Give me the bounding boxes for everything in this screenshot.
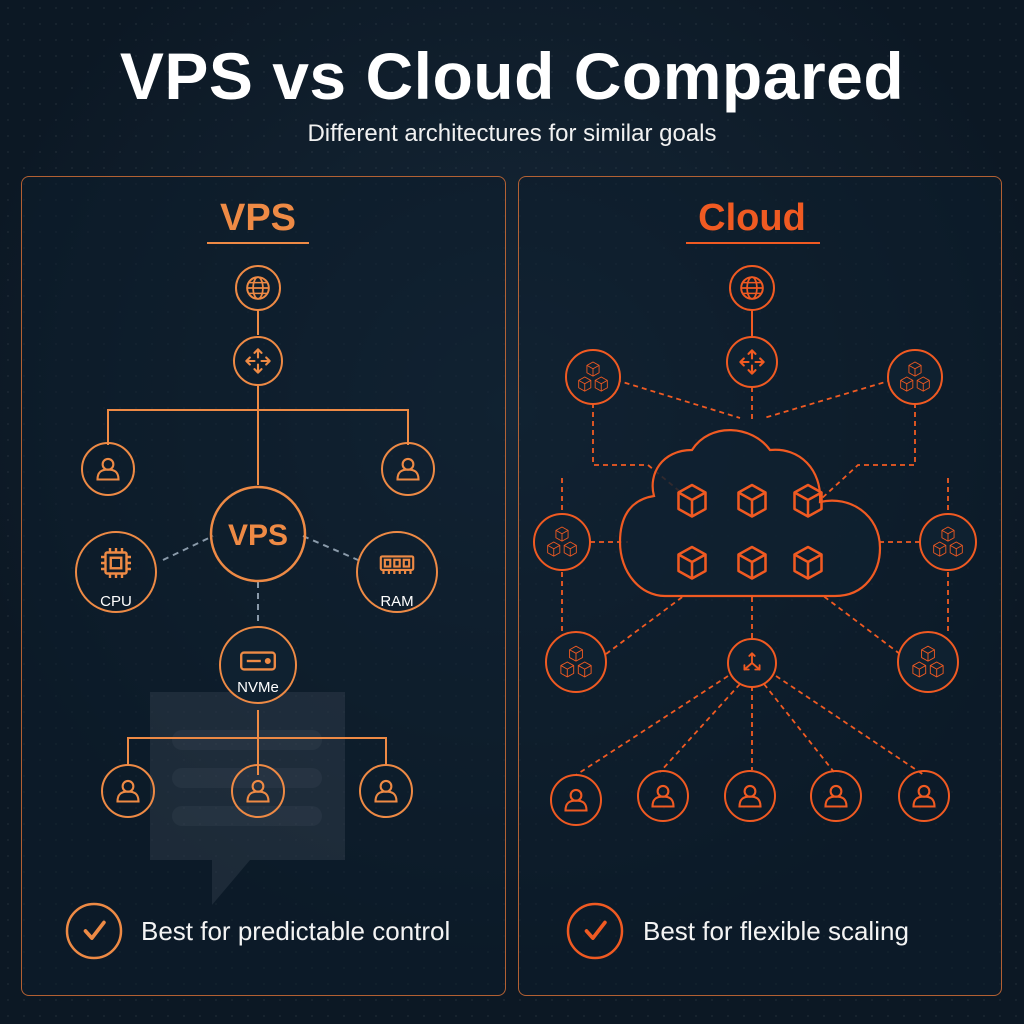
- memory-icon: [379, 555, 415, 576]
- vps-footer: Best for predictable control: [141, 916, 450, 947]
- vps-panel: [21, 176, 506, 996]
- cloud-footer-text: Best for flexible scaling: [643, 916, 909, 946]
- vps-footer-check: [65, 902, 123, 960]
- user-icon: [564, 788, 588, 812]
- cloud-service-node-3: [533, 513, 591, 571]
- user-icon: [651, 784, 675, 808]
- vps-user-bottom-3: [359, 764, 413, 818]
- cloud-user-1: [550, 774, 602, 826]
- vps-internet-node: [235, 265, 281, 311]
- vps-cpu-node: CPU: [75, 531, 157, 613]
- cloud-service-node-5: [545, 631, 607, 693]
- cloud-icon: [618, 429, 882, 598]
- vps-router-node: [233, 336, 283, 386]
- vps-footer-text: Best for predictable control: [141, 916, 451, 946]
- page-title: VPS vs Cloud Compared: [119, 39, 905, 113]
- user-icon: [824, 784, 848, 808]
- globe-icon: [246, 276, 270, 300]
- user-icon: [912, 784, 936, 808]
- vps-storage-node: NVMe: [219, 626, 297, 704]
- globe-icon: [740, 276, 764, 300]
- cloud-diagram: [533, 265, 977, 826]
- vps-ram-node: RAM: [356, 531, 438, 613]
- vps-user-right: [381, 442, 435, 496]
- user-icon: [374, 779, 398, 803]
- cloud-service-node-4: [919, 513, 977, 571]
- cloud-user-5: [898, 770, 950, 822]
- vps-ram-label: RAM: [380, 593, 413, 610]
- cloud-service-node-1: [565, 349, 621, 405]
- cloud-heading: Cloud: [698, 197, 806, 239]
- check-icon: [83, 920, 106, 940]
- cloud-service-node-6: [897, 631, 959, 693]
- vps-storage-label: NVMe: [237, 679, 279, 696]
- vps-user-left: [81, 442, 135, 496]
- cloud-router-node: [726, 336, 778, 388]
- user-icon: [738, 784, 762, 808]
- cloud-user-3: [724, 770, 776, 822]
- chip-icon: [99, 546, 133, 580]
- cloud-user-2: [637, 770, 689, 822]
- vps-user-bottom-2: [231, 764, 285, 818]
- cloud-internet-node: [729, 265, 775, 311]
- cloud-user-4: [810, 770, 862, 822]
- cloud-load-balancer-node: [727, 638, 777, 688]
- cloud-footer-check: [566, 902, 624, 960]
- user-icon: [116, 779, 140, 803]
- vps-user-bottom-1: [101, 764, 155, 818]
- vps-hub-label: VPS: [228, 519, 288, 552]
- vps-hub-node: VPS: [209, 485, 307, 583]
- page-subtitle: Different architectures for similar goal…: [307, 120, 717, 147]
- vps-diagram: VPS CPU RAM NVMe: [75, 265, 438, 905]
- cloud-footer: Best for flexible scaling: [643, 916, 909, 947]
- vps-heading: VPS: [220, 197, 296, 239]
- user-icon: [96, 457, 120, 481]
- cloud-service-node-2: [887, 349, 943, 405]
- check-icon: [584, 920, 607, 940]
- vps-cpu-label: CPU: [100, 593, 132, 610]
- router-icon: [245, 348, 271, 374]
- user-icon: [396, 457, 420, 481]
